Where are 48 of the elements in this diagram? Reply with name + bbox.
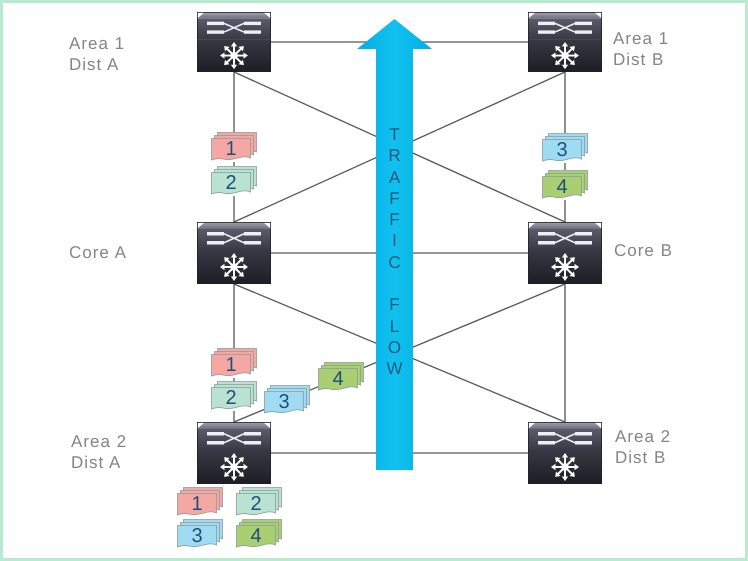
- packet-number: 1: [225, 354, 237, 376]
- link-line: [564, 200, 566, 222]
- network-switch-icon: [197, 222, 271, 284]
- packet-stack: [542, 170, 588, 200]
- network-switch-icon: [197, 422, 271, 484]
- link-line: [234, 283, 566, 423]
- device-label: Core B: [614, 240, 674, 261]
- link-line: [233, 411, 235, 422]
- device-label: Area 1 Dist B: [613, 28, 670, 70]
- packet-number: 2: [225, 387, 237, 409]
- network-switch-icon: [197, 12, 271, 72]
- packet-number: 2: [250, 493, 262, 515]
- packet-number: 3: [556, 139, 568, 161]
- packet-stack: [211, 348, 257, 378]
- packet-number: 4: [556, 176, 568, 198]
- packet-number: 1: [191, 493, 203, 515]
- network-switch-icon: [528, 222, 602, 284]
- link-line: [234, 408, 264, 423]
- link-line: [233, 196, 235, 222]
- packet-stack: [211, 132, 257, 162]
- packet-number: 2: [225, 172, 237, 194]
- packet-stack: [542, 133, 588, 163]
- packet-stack: [177, 487, 223, 517]
- packet-stack: [177, 519, 223, 549]
- device-label: Area 2 Dist A: [71, 431, 128, 473]
- packet-stack: [211, 381, 257, 411]
- device-label: Core A: [69, 242, 128, 263]
- arrow-label: TRAFFIC FLOW: [385, 124, 404, 380]
- link-line: [233, 72, 235, 132]
- link-line: [564, 72, 566, 133]
- link-line: [233, 284, 235, 348]
- device-label: Area 1 Dist A: [69, 33, 126, 75]
- packet-stack: [264, 385, 310, 415]
- packet-stack: [318, 362, 364, 392]
- packet-stack: [236, 519, 282, 549]
- packet-number: 3: [278, 391, 290, 413]
- network-switch-icon: [528, 12, 602, 72]
- device-label: Area 2 Dist B: [615, 426, 672, 468]
- packet-number: 1: [225, 138, 237, 160]
- packet-stack: [211, 166, 257, 196]
- packet-stack: [236, 487, 282, 517]
- crossed-link-lines: [233, 71, 566, 223]
- packet-number: 4: [250, 525, 262, 547]
- packet-number: 4: [332, 368, 344, 390]
- link-line: [310, 386, 318, 391]
- link-line: [564, 284, 566, 422]
- packet-number: 3: [191, 525, 203, 547]
- network-switch-icon: [528, 422, 602, 484]
